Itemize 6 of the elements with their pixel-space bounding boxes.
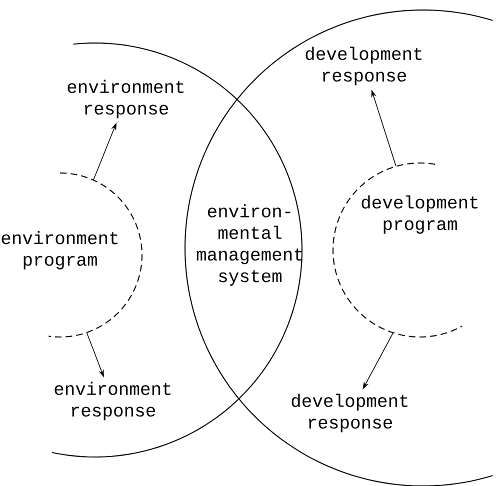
dashed-arc-node: environment program [2, 172, 143, 338]
text-label: environment response [68, 80, 184, 118]
text-label: development response [292, 394, 408, 432]
text-label: environment response [54, 382, 171, 420]
dashed-arc-node: development program [332, 162, 478, 338]
text-label: development response [306, 46, 422, 86]
